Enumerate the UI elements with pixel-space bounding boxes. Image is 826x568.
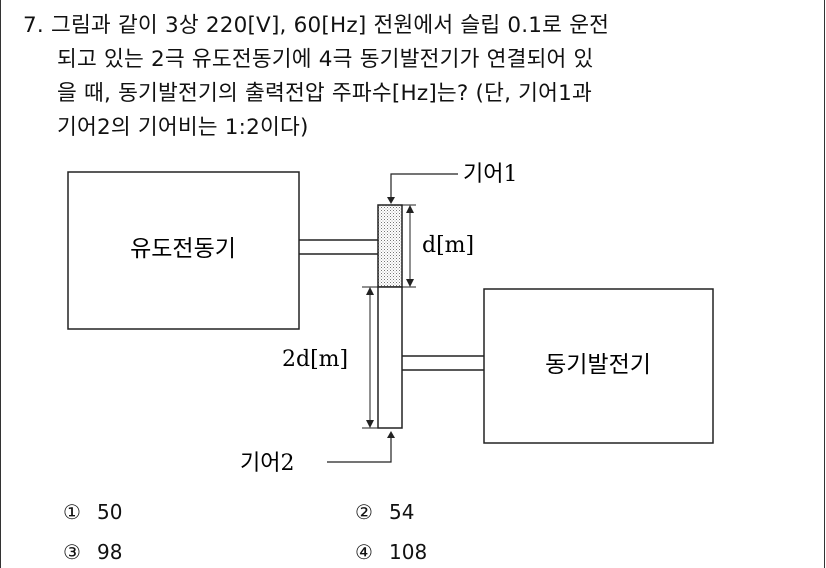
question-number: 7. (23, 13, 44, 38)
option-4[interactable]: ④ 108 (355, 540, 427, 564)
gear-1-arrowhead (387, 197, 395, 204)
gear-1-dim-arrow-down (406, 279, 414, 287)
gear-2-dim-arrow-up (366, 287, 374, 295)
option-4-marker: ④ (355, 540, 373, 564)
option-4-value: 108 (389, 540, 428, 564)
option-1-marker: ① (63, 500, 81, 524)
question-line-3: 을 때, 동기발전기의 출력전압 주파수[Hz]는? (단, 기어1과 (57, 81, 592, 106)
gear-1 (377, 204, 403, 288)
option-2-marker: ② (355, 500, 373, 524)
gear-2-leader (327, 436, 392, 463)
option-3[interactable]: ③ 98 (63, 540, 122, 564)
question-line-4: 기어2의 기어비는 1:2이다) (57, 115, 309, 140)
option-2-value: 54 (389, 500, 415, 524)
option-3-marker: ③ (63, 540, 81, 564)
gear-2-label: 기어2 (240, 451, 294, 476)
gear-2-dimension: 2d[m] (282, 347, 348, 372)
gear-2-dim-arrow-down (366, 420, 374, 428)
gear-2 (377, 286, 403, 429)
question-line-2: 되고 있는 2극 유도전동기에 4극 동기발전기가 연결되어 있 (57, 47, 594, 72)
gear-1-dim-arrow-up (406, 205, 414, 213)
induction-motor-box (67, 171, 300, 330)
synchronous-generator-box (483, 288, 714, 444)
synchronous-generator-label: 동기발전기 (545, 352, 651, 378)
gear-1-dimension: d[m] (422, 233, 474, 258)
gear-1-label: 기어1 (463, 162, 517, 187)
induction-motor-label: 유도전동기 (130, 236, 236, 262)
gear-2-arrowhead (387, 431, 395, 438)
option-1[interactable]: ① 50 (63, 500, 122, 524)
question-line-1: 7. 그림과 같이 3상 220[V], 60[Hz] 전원에서 슬립 0.1로… (23, 8, 609, 39)
option-3-value: 98 (97, 540, 123, 564)
gear-1-leader (390, 173, 458, 199)
question-text-1: 그림과 같이 3상 220[V], 60[Hz] 전원에서 슬립 0.1로 운전 (50, 13, 610, 38)
option-1-value: 50 (97, 500, 123, 524)
option-2[interactable]: ② 54 (355, 500, 414, 524)
